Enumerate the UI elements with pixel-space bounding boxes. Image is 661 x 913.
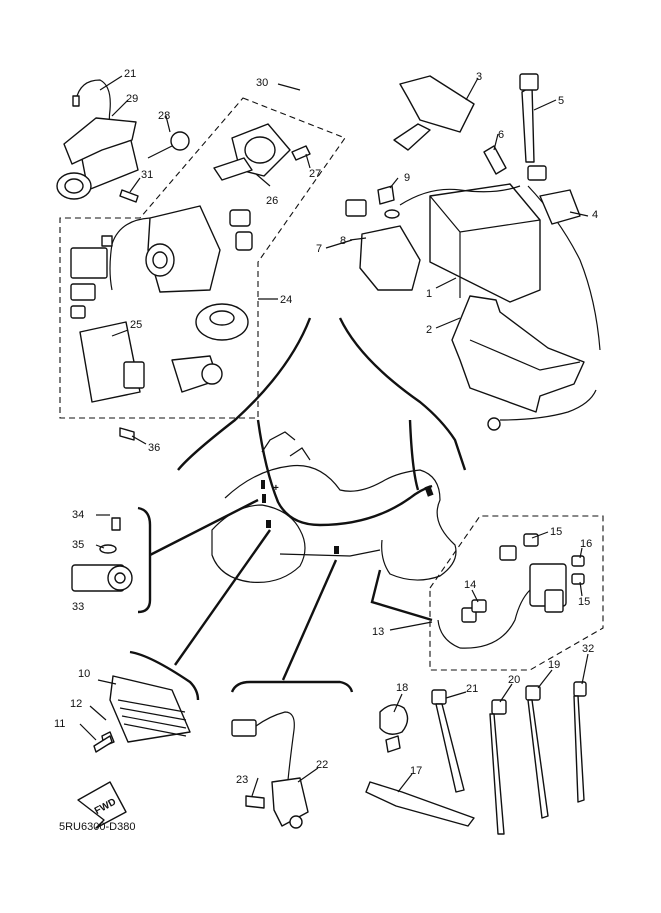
callout-10: 10 [78,668,90,680]
callout-31: 31 [141,169,153,181]
main-switch-parts [56,79,311,441]
callout-22: 22 [316,759,328,771]
callout-15a: 15 [550,526,562,538]
callout-21a: 21 [124,68,136,80]
callout-12: 12 [70,698,82,710]
callout-5: 5 [558,95,564,107]
sub-harness-group-box [429,515,604,671]
callout-21b: 21 [466,683,478,695]
fuse-bracket-group [71,506,152,614]
group-leader-lines [149,498,433,681]
callout-20: 20 [508,674,520,686]
fwd-arrow-icon: FWD [77,781,127,829]
regulator-group [93,650,200,753]
callout-11: 11 [54,718,65,730]
callout-13: 13 [372,626,384,638]
callout-35: 35 [72,539,84,551]
callout-33: 33 [72,601,84,613]
upper-divider-curves [177,317,467,471]
callout-25: 25 [130,319,142,331]
callout-27: 27 [309,168,321,180]
callout-29: 29 [126,93,138,105]
plus-marker: + [273,483,279,494]
callout-15b: 15 [578,596,590,608]
callout-28: 28 [158,110,170,122]
main-switch-group-box [59,97,346,419]
callout-3: 3 [476,71,482,83]
callout-30: 30 [256,77,268,89]
callout-4: 4 [592,209,598,221]
callout-labels: 21 29 28 30 3 5 6 9 4 7 8 1 2 26 27 31 2… [54,68,598,786]
callout-19: 19 [548,659,560,671]
callout-16: 16 [580,538,592,550]
callout-24: 24 [280,294,292,306]
callout-leader-lines [79,75,589,797]
battery-group [345,73,601,431]
callout-9: 9 [404,172,410,184]
motorcycle-outline: + [211,419,457,584]
callout-32: 32 [582,643,594,655]
callout-18: 18 [396,682,408,694]
callout-17: 17 [410,765,422,777]
callout-2: 2 [426,324,432,336]
cable-tie-group [365,681,587,835]
callout-36: 36 [148,442,160,454]
diagram-code: 5RU6300-D380 [59,821,135,833]
sensor-group [230,680,354,829]
callout-26: 26 [266,195,278,207]
callout-6: 6 [498,129,504,141]
callout-23: 23 [236,774,248,786]
callout-7: 7 [316,243,322,255]
callout-14: 14 [464,579,476,591]
callout-34: 34 [72,509,84,521]
callout-8: 8 [340,235,346,247]
callout-1: 1 [426,288,432,300]
